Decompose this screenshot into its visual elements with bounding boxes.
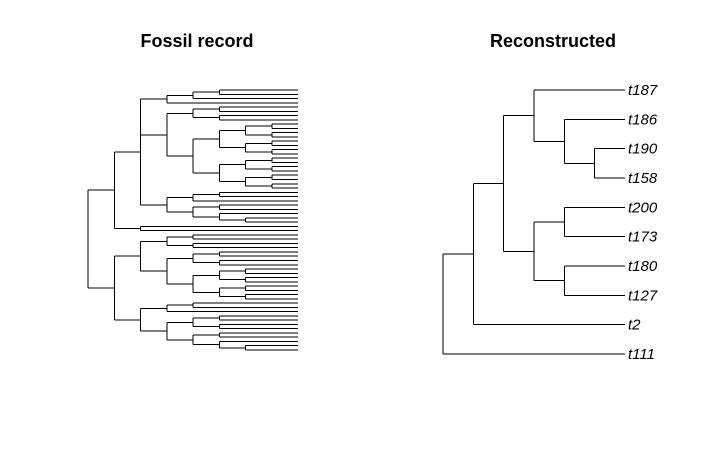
fossil-record-tree	[87, 89, 298, 351]
tip-label-t2: t2	[628, 317, 641, 334]
tip-label-t158: t158	[628, 170, 658, 187]
reconstructed-panel-title: Reconstructed	[490, 31, 616, 51]
reconstructed-tree: t187 t186 t190 t158 t200 t173 t180 t127 t2 t111	[442, 82, 658, 363]
tip-label-t180: t180	[628, 258, 658, 275]
tip-label-t127: t127	[628, 287, 658, 304]
tip-label-t200: t200	[628, 199, 658, 216]
fossil-panel-title: Fossil record	[140, 31, 253, 51]
tip-label-t190: t190	[628, 141, 658, 158]
tip-label-t111: t111	[628, 346, 655, 363]
tip-label-t173: t173	[628, 229, 658, 246]
tip-label-t187: t187	[628, 82, 658, 99]
tip-label-t186: t186	[628, 111, 658, 128]
